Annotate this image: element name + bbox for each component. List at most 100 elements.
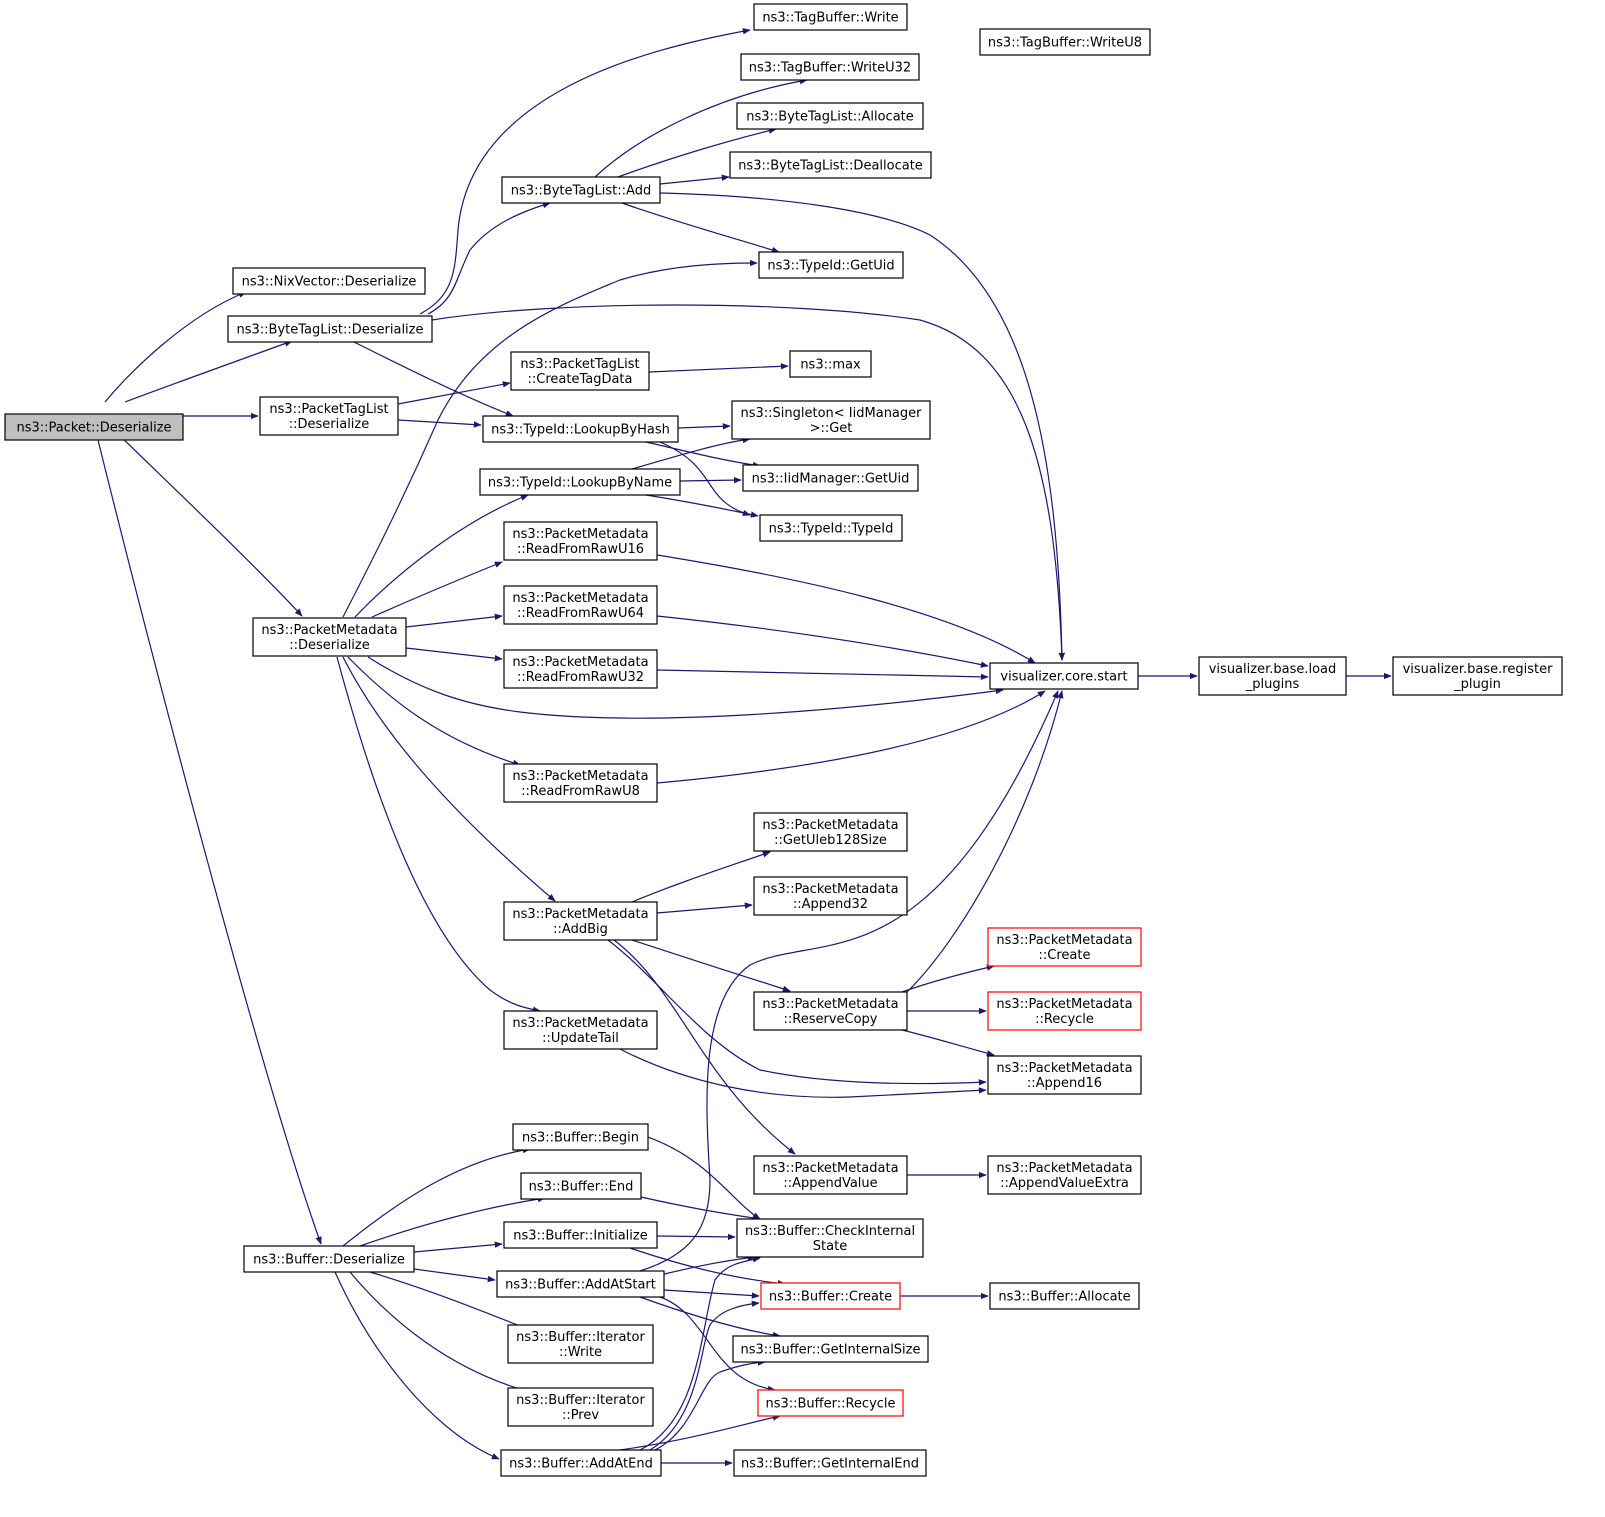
node-box: [987, 1055, 1142, 1095]
node-buffer-addatstart[interactable]: ns3::Buffer::AddAtStart: [496, 1270, 665, 1298]
node-tagbuffer-writeu8[interactable]: ns3::TagBuffer::WriteU8: [979, 28, 1151, 56]
node-visualizer-base-load-plugins[interactable]: visualizer.base.load_plugins: [1198, 656, 1347, 696]
node-iterator-write[interactable]: ns3::Buffer::Iterator::Write: [507, 1324, 654, 1364]
node-label: State: [813, 1239, 847, 1254]
call-edge-packetmetadata_deserialize-to-visualizer_core_start: [367, 656, 1004, 719]
node-iterator-prev[interactable]: ns3::Buffer::Iterator::Prev: [507, 1387, 654, 1427]
node-tagbuffer-write[interactable]: ns3::TagBuffer::Write: [753, 3, 908, 31]
node-box: [503, 585, 658, 625]
node-getuleb128size[interactable]: ns3::PacketMetadata::GetUleb128Size: [753, 812, 908, 852]
node-readfromrawu32[interactable]: ns3::PacketMetadata::ReadFromRawU32: [503, 649, 658, 689]
node-packetmetadata-create[interactable]: ns3::PacketMetadata::Create: [987, 927, 1142, 967]
node-label: _plugin: [1453, 677, 1501, 692]
node-visualizer-core-start[interactable]: visualizer.core.start: [989, 662, 1139, 690]
node-bytetaglist-deserialize[interactable]: ns3::ByteTagList::Deserialize: [227, 315, 433, 343]
call-edge-buffer_deserialize-to-iterator_prev: [349, 1271, 531, 1394]
call-edge-packetmetadata_deserialize-to-typeid_lookupbyname: [354, 494, 529, 618]
call-edge-readfromrawu32-to-visualizer_core_start: [656, 669, 989, 681]
node-label: visualizer.base.register: [1403, 662, 1554, 677]
node-buffer-allocate[interactable]: ns3::Buffer::Allocate: [989, 1282, 1140, 1310]
node-label: ns3::Buffer::AddAtStart: [505, 1278, 656, 1293]
node-box: [252, 617, 407, 657]
call-edge-bytetaglist_deserialize-to-visualizer_core_start: [431, 304, 1065, 661]
call-edge-buffer_initialize-to-buffer_create: [629, 1247, 786, 1287]
node-label: ns3::PacketMetadata: [996, 1161, 1132, 1176]
node-label: ns3::Buffer::AddAtEnd: [509, 1457, 653, 1472]
node-packettaglist-createtagdata[interactable]: ns3::PacketTagList::CreateTagData: [510, 351, 650, 391]
call-edge-packetmetadata_deserialize-to-packetmetadata_addbig: [342, 656, 556, 902]
node-buffer-initialize[interactable]: ns3::Buffer::Initialize: [503, 1221, 658, 1249]
node-buffer-recycle[interactable]: ns3::Buffer::Recycle: [757, 1389, 904, 1417]
node-singleton-get[interactable]: ns3::Singleton< IidManager>::Get: [731, 400, 931, 440]
node-appendvalueextra[interactable]: ns3::PacketMetadata::AppendValueExtra: [987, 1155, 1142, 1195]
call-edge-buffer_addatstart-to-buffer_checkinternalstate: [659, 1254, 756, 1276]
node-bytetaglist-add[interactable]: ns3::ByteTagList::Add: [501, 176, 661, 204]
node-label: ns3::ByteTagList::Deserialize: [237, 323, 424, 338]
call-edge-buffer_addatend-to-buffer_recycle: [619, 1414, 781, 1451]
node-buffer-getinternalsize[interactable]: ns3::Buffer::GetInternalSize: [732, 1335, 929, 1363]
node-nixvector-deserialize[interactable]: ns3::NixVector::Deserialize: [232, 267, 426, 295]
call-edge-reservecopy-to-packetmetadata_create: [901, 964, 995, 993]
node-box: [733, 1449, 927, 1477]
node-box: [243, 1245, 415, 1273]
node-label: ns3::Buffer::GetInternalSize: [741, 1343, 921, 1358]
node-tagbuffer-writeu32[interactable]: ns3::TagBuffer::WriteU32: [740, 53, 920, 81]
node-iidmanager-getuid[interactable]: ns3::IidManager::GetUid: [742, 464, 919, 492]
node-appendvalue[interactable]: ns3::PacketMetadata::AppendValue: [753, 1155, 908, 1195]
node-box: [979, 28, 1151, 56]
node-bytetaglist-deallocate[interactable]: ns3::ByteTagList::Deallocate: [729, 151, 932, 179]
node-label: ns3::PacketMetadata: [512, 527, 648, 542]
node-box: [501, 176, 661, 204]
node-box: [989, 662, 1139, 690]
node-readfromrawu8[interactable]: ns3::PacketMetadata::ReadFromRawU8: [503, 763, 658, 803]
node-label: ::Deserialize: [289, 638, 370, 653]
node-ns3-max[interactable]: ns3::max: [789, 350, 872, 378]
node-visualizer-base-register-plugin[interactable]: visualizer.base.register_plugin: [1392, 656, 1563, 696]
node-buffer-deserialize[interactable]: ns3::Buffer::Deserialize: [243, 1245, 415, 1273]
node-packetmetadata-addbig[interactable]: ns3::PacketMetadata::AddBig: [503, 901, 658, 941]
node-box: [753, 3, 908, 31]
node-label: ns3::PacketMetadata: [512, 907, 648, 922]
node-packettaglist-deserialize[interactable]: ns3::PacketTagList::Deserialize: [259, 396, 399, 436]
call-edge-buffer_addatend-to-buffer_checkinternalstate: [639, 1256, 761, 1451]
node-buffer-end[interactable]: ns3::Buffer::End: [520, 1172, 642, 1200]
node-readfromrawu64[interactable]: ns3::PacketMetadata::ReadFromRawU64: [503, 585, 658, 625]
node-append16[interactable]: ns3::PacketMetadata::Append16: [987, 1055, 1142, 1095]
node-label: ns3::PacketTagList: [269, 402, 388, 417]
node-readfromrawu16[interactable]: ns3::PacketMetadata::ReadFromRawU16: [503, 521, 658, 561]
node-packetmetadata-deserialize[interactable]: ns3::PacketMetadata::Deserialize: [252, 617, 407, 657]
node-box: [729, 151, 932, 179]
node-label: ns3::PacketTagList: [520, 357, 639, 372]
node-box: [753, 991, 908, 1031]
node-bytetaglist-allocate[interactable]: ns3::ByteTagList::Allocate: [736, 102, 924, 130]
node-label: ns3::ByteTagList::Allocate: [746, 110, 914, 125]
node-typeid-lookupbyname[interactable]: ns3::TypeId::LookupByName: [479, 468, 681, 496]
node-append32[interactable]: ns3::PacketMetadata::Append32: [753, 876, 908, 916]
call-edge-buffer_addatend-to-buffer_create: [649, 1300, 760, 1451]
node-reservecopy[interactable]: ns3::PacketMetadata::ReserveCopy: [753, 991, 908, 1031]
node-typeid-getuid[interactable]: ns3::TypeId::GetUid: [758, 251, 904, 279]
node-packetmetadata-updatetail[interactable]: ns3::PacketMetadata::UpdateTail: [503, 1010, 658, 1050]
node-buffer-begin[interactable]: ns3::Buffer::Begin: [512, 1123, 649, 1151]
node-label: ns3::PacketMetadata: [512, 591, 648, 606]
call-edge-reservecopy-to-visualizer_core_start: [906, 690, 1064, 993]
node-box: [512, 1123, 649, 1151]
node-label: ns3::Buffer::Iterator: [516, 1393, 645, 1408]
call-edge-buffer_deserialize-to-buffer_begin: [342, 1146, 531, 1247]
node-packet-deserialize[interactable]: ns3::Packet::Deserialize: [4, 413, 184, 441]
node-buffer-addatend[interactable]: ns3::Buffer::AddAtEnd: [500, 1449, 662, 1477]
call-edge-typeid_lookupbyhash-to-typeid_typeid: [659, 441, 751, 516]
node-buffer-create[interactable]: ns3::Buffer::Create: [760, 1282, 901, 1310]
node-typeid-typeid[interactable]: ns3::TypeId::TypeId: [759, 514, 903, 542]
node-buffer-getinternalend[interactable]: ns3::Buffer::GetInternalEnd: [733, 1449, 927, 1477]
node-packetmetadata-recycle[interactable]: ns3::PacketMetadata::Recycle: [987, 991, 1142, 1031]
call-edge-packetmetadata_updatetail-to-append16: [619, 1048, 987, 1098]
node-label: ns3::TagBuffer::WriteU32: [749, 61, 911, 76]
call-edge-bytetaglist_add-to-typeid_getuid: [621, 202, 780, 253]
node-typeid-lookupbyhash[interactable]: ns3::TypeId::LookupByHash: [482, 415, 679, 443]
call-edge-buffer_deserialize-to-buffer_addatstart: [413, 1268, 496, 1283]
call-edge-packet_deserialize-to-bytetaglist_deserialize: [124, 340, 293, 403]
node-label: ns3::PacketMetadata: [996, 997, 1132, 1012]
call-edge-typeid_lookupbyhash-to-singleton_get: [677, 423, 731, 430]
